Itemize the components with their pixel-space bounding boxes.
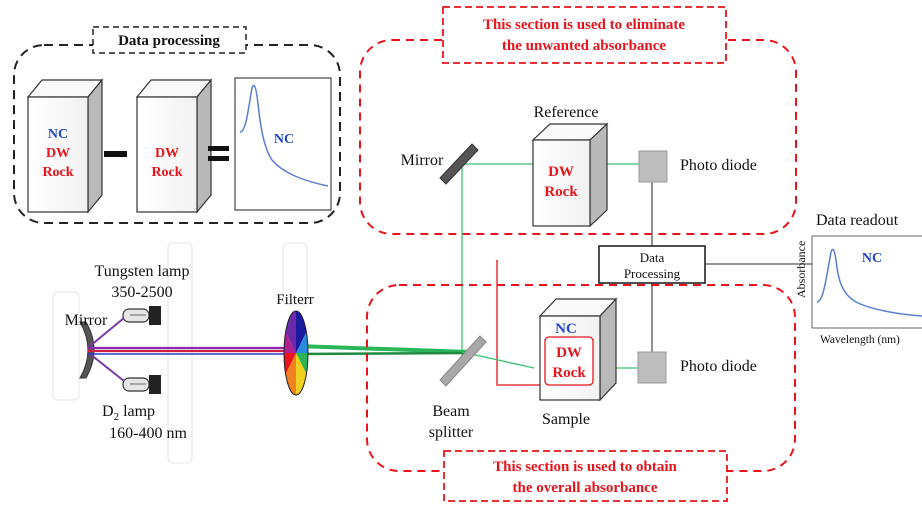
dp-line2: Processing: [624, 266, 681, 281]
cuvette-nc-dw-rock: NC DW Rock: [26, 78, 104, 214]
beam-splitter-line2: splitter: [429, 424, 474, 441]
sample-dw: DW: [556, 345, 582, 361]
light-source: Tungsten lamp 350-2500 Mirror D2 lamp 16…: [52, 242, 308, 464]
box1-rock: Rock: [42, 165, 73, 180]
sample-rock: Rock: [552, 365, 586, 381]
readout-ylabel: Absorbance: [794, 241, 808, 298]
filter-label: Filterr: [276, 292, 314, 308]
box1-nc: NC: [48, 127, 68, 142]
sample-nc: NC: [555, 321, 577, 337]
bottom-note-line1: This section is used to obtain: [493, 459, 677, 475]
equals-sign: [208, 146, 229, 161]
result-nc-label: NC: [274, 132, 294, 147]
readout-title: Data readout: [816, 212, 899, 229]
main-beam: [88, 344, 535, 369]
reference-section: This section is used to eliminate the un…: [359, 6, 797, 235]
source-mirror-label: Mirror: [65, 312, 108, 329]
tungsten-line1: Tungsten lamp: [95, 263, 190, 280]
minus-sign: [104, 151, 127, 157]
bottom-photodiode: Photo diode: [637, 351, 757, 384]
filter-wheel: Filterr: [276, 292, 314, 396]
cuvette-dw-rock: DW Rock: [135, 78, 213, 214]
reference-label: Reference: [534, 104, 599, 121]
d2-range: 160-400 nm: [109, 425, 187, 442]
top-photodiode-label: Photo diode: [680, 157, 757, 174]
bottom-photodiode-label: Photo diode: [680, 358, 757, 375]
box2-dw: DW: [155, 146, 179, 161]
top-photodiode: Photo diode: [638, 150, 757, 183]
sample-cuvette: NC DW Rock Sample: [538, 297, 618, 428]
tungsten-line2: 350-2500: [111, 284, 172, 301]
d2-lamp-label: D2 lamp: [102, 403, 155, 423]
sample-section: This section is used to obtain the overa…: [366, 284, 796, 502]
reference-mirror: Mirror: [401, 143, 479, 185]
ref-rock: Rock: [544, 184, 578, 200]
d2-lamp-icon: [122, 375, 161, 394]
reference-cuvette: Reference DW Rock: [531, 104, 609, 228]
source-mirror: Mirror: [65, 312, 108, 379]
readout-nc: NC: [862, 251, 882, 266]
box1-dw: DW: [46, 146, 70, 161]
tungsten-lamp-icon: [122, 306, 161, 325]
bottom-note-line2: the overall absorbance: [513, 480, 658, 496]
top-mirror-label: Mirror: [401, 152, 444, 169]
beam-splitter-line1: Beam: [432, 403, 470, 420]
sample-label: Sample: [542, 411, 590, 428]
data-processing-panel: Data processing NC DW Rock DW Rock: [13, 26, 341, 224]
top-note-line2: the unwanted absorbance: [502, 38, 667, 54]
top-note-line1: This section is used to eliminate: [483, 17, 685, 33]
box2-rock: Rock: [151, 165, 182, 180]
data-readout: Data readout NC Absorbance Wavelength (n…: [794, 212, 922, 346]
result-spectrum: NC: [234, 77, 332, 211]
data-processing-box: Data Processing: [598, 245, 706, 284]
data-processing-title: Data processing: [118, 33, 220, 49]
readout-xlabel: Wavelength (nm): [820, 334, 900, 346]
beam-splitter: Beam splitter: [429, 335, 487, 441]
ref-dw: DW: [548, 164, 574, 180]
dp-line1: Data: [640, 250, 665, 265]
